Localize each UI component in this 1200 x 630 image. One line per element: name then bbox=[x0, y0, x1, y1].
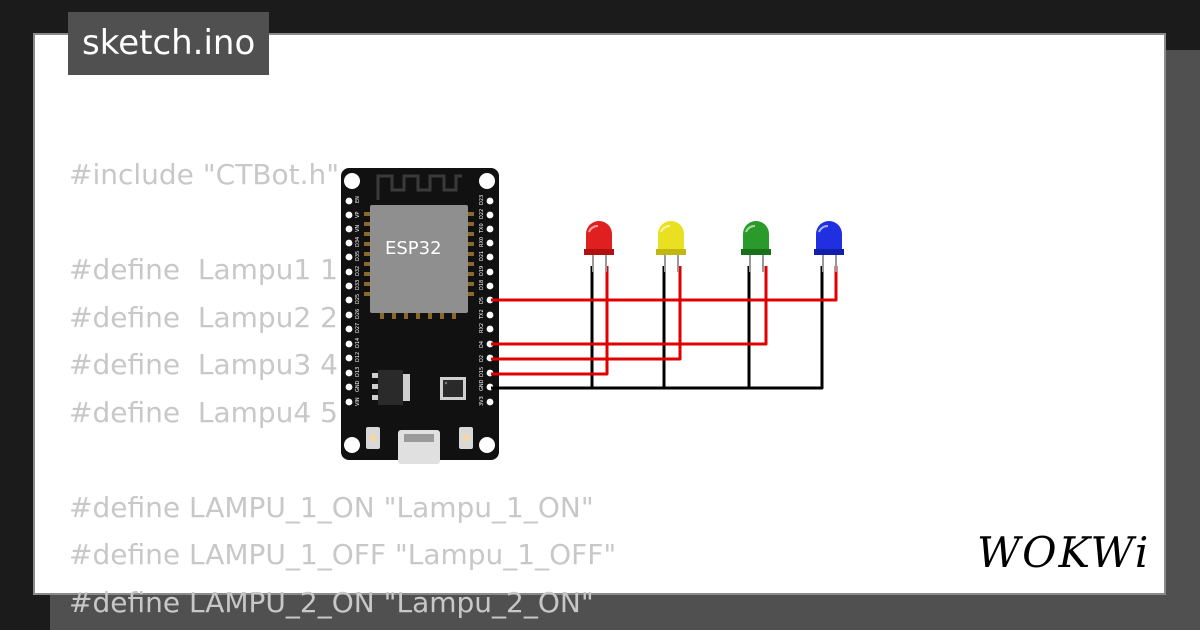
file-tab[interactable]: sketch.ino bbox=[68, 12, 270, 75]
pin-label-left: D26 bbox=[355, 309, 361, 319]
blue-led[interactable] bbox=[814, 221, 844, 272]
pin-label-left: D13 bbox=[355, 367, 361, 377]
esp32-board[interactable]: ESP32 EN VP VN D34 D35 D32 D33 D25 D26 D… bbox=[341, 168, 499, 464]
code-line: #define LAMPU_2_ON "Lampu_2_ON" bbox=[69, 585, 594, 619]
pin-label-right: D18 bbox=[479, 280, 485, 290]
pin-label-left: D34 bbox=[355, 237, 361, 247]
pin-label-right: D21 bbox=[479, 251, 485, 261]
pin-label-left: EN bbox=[355, 196, 361, 203]
wires bbox=[491, 266, 838, 390]
esp32-module bbox=[370, 205, 468, 313]
preview-card[interactable]: #include "CTBot.h" #define Lampu1 1 #defin… bbox=[33, 33, 1166, 619]
pin-label-right: D22 bbox=[479, 209, 485, 219]
pin-label-right: D4 bbox=[479, 341, 485, 348]
code-line: #define Lampu1 1 bbox=[69, 253, 338, 286]
pin-label-left: D12 bbox=[355, 352, 361, 362]
pin-label-left: GND bbox=[355, 380, 361, 392]
pin-label-right: GND bbox=[479, 379, 485, 391]
code-line: #define Lampu4 5 bbox=[69, 395, 338, 429]
pin-label-right: D19 bbox=[479, 266, 485, 276]
en-button[interactable] bbox=[366, 427, 380, 449]
pin-label-left: D32 bbox=[355, 266, 361, 276]
usb-serial-chip bbox=[440, 377, 466, 400]
code-line: #include "CTBot.h" bbox=[69, 158, 340, 191]
pin-label-left: VIN bbox=[355, 397, 361, 406]
code-line: #define Lampu3 4 bbox=[69, 348, 338, 381]
pin-label-left: D25 bbox=[355, 294, 361, 304]
pin-label-left: D33 bbox=[355, 280, 361, 290]
pin-label-left: D35 bbox=[355, 251, 361, 261]
boot-button[interactable] bbox=[459, 427, 473, 449]
pin-label-right: 3V3 bbox=[479, 396, 485, 406]
code-line: #define LAMPU_1_ON "Lampu_1_ON" bbox=[69, 490, 594, 524]
pin-label-right: RX2 bbox=[479, 323, 485, 333]
pin-label-left: D14 bbox=[355, 338, 361, 348]
pin-label-right: D23 bbox=[479, 195, 485, 205]
code-line: #define LAMPU_1_OFF "Lampu_1_OFF" bbox=[69, 538, 617, 571]
pin-label-right: TX0 bbox=[479, 223, 485, 234]
yellow-led[interactable] bbox=[656, 221, 686, 272]
regulator-chip bbox=[372, 370, 410, 405]
pin-label-left: D27 bbox=[355, 323, 361, 333]
code-line: #define Lampu2 2 bbox=[69, 300, 338, 334]
wokwi-logo: WOKWi bbox=[977, 528, 1151, 577]
pin-label-right: TX2 bbox=[479, 309, 485, 320]
usb-connector bbox=[398, 430, 440, 464]
pin-label-right: D5 bbox=[479, 297, 485, 304]
pin-label-right: D2 bbox=[479, 355, 485, 362]
pin-label-left: VP bbox=[355, 212, 361, 218]
pin-label-right: RX0 bbox=[479, 237, 485, 247]
green-led[interactable] bbox=[741, 221, 771, 272]
pin-label-left: VN bbox=[355, 225, 361, 232]
code-preview: #include "CTBot.h" #define Lampu1 1 #defin… bbox=[69, 151, 616, 626]
pin-label-right: D15 bbox=[479, 367, 485, 377]
esp32-label: ESP32 bbox=[385, 238, 442, 259]
red-led[interactable] bbox=[584, 221, 614, 272]
